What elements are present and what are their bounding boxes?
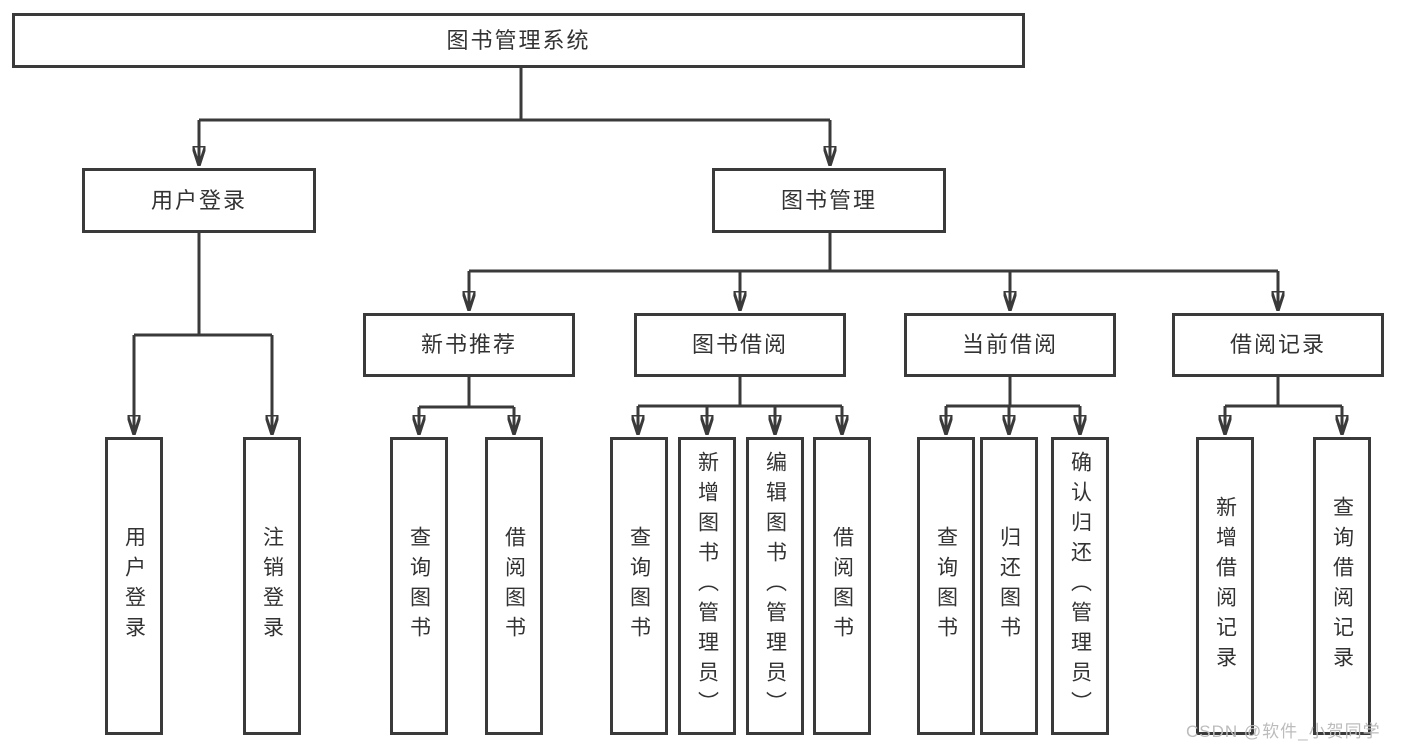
node-user-login: 用户登录 [82, 168, 316, 233]
node-book-management: 图书管理 [712, 168, 946, 233]
leaf-borrow-books-recommend: 借阅图书 [485, 437, 543, 735]
node-new-book-recommend: 新书推荐 [363, 313, 575, 377]
leaf-query-books-recommend: 查询图书 [390, 437, 448, 735]
leaf-user-login: 用户登录 [105, 437, 163, 735]
leaf-logout: 注销登录 [243, 437, 301, 735]
node-book-borrowing: 图书借阅 [634, 313, 846, 377]
leaf-confirm-return-admin: 确认归还（管理员） [1051, 437, 1109, 735]
node-borrowing-records: 借阅记录 [1172, 313, 1384, 377]
leaf-borrow-books-borrowing: 借阅图书 [813, 437, 871, 735]
leaf-add-book-admin: 新增图书（管理员） [678, 437, 736, 735]
leaf-add-borrow-record: 新增借阅记录 [1196, 437, 1254, 735]
leaf-query-books-borrowing: 查询图书 [610, 437, 668, 735]
csdn-watermark: CSDN @软件_小贺同学 [1186, 722, 1381, 741]
leaf-query-borrow-record: 查询借阅记录 [1313, 437, 1371, 735]
leaf-edit-book-admin: 编辑图书（管理员） [746, 437, 804, 735]
leaf-query-books-current: 查询图书 [917, 437, 975, 735]
leaf-return-book: 归还图书 [980, 437, 1038, 735]
node-root: 图书管理系统 [12, 13, 1025, 68]
node-current-borrowing: 当前借阅 [904, 313, 1116, 377]
